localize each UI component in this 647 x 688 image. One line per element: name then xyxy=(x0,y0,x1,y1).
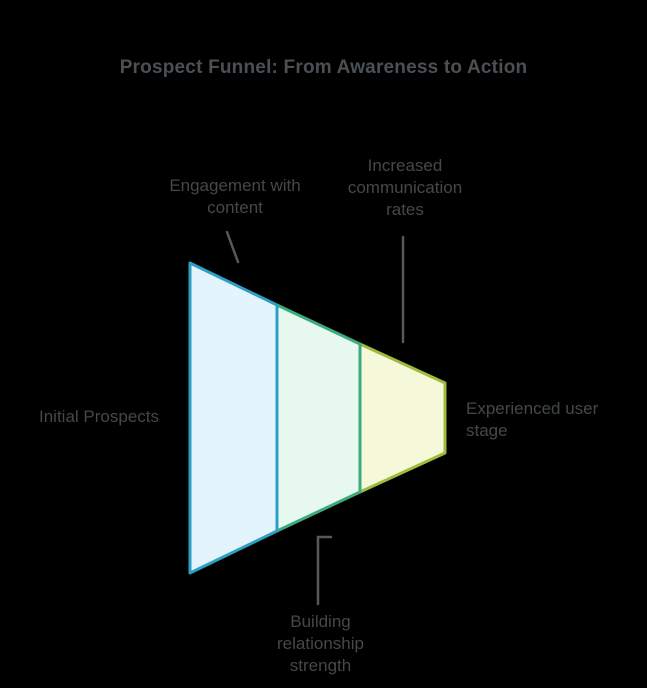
funnel-entry-label: Initial Prospects xyxy=(16,406,182,428)
callout-line-bottom xyxy=(316,535,333,606)
funnel-exit-label: Experienced user stage xyxy=(466,398,641,442)
callout-label-stage3-line1: Increased xyxy=(367,156,443,175)
callout-label-stage1: Engagement with content xyxy=(152,175,318,219)
callout-label-stage3: Increased communication rates xyxy=(322,155,488,221)
diagram-title: Prospect Funnel: From Awareness to Actio… xyxy=(119,57,528,78)
callout-label-stage3-line2: communication xyxy=(347,178,463,197)
funnel-stage-3 xyxy=(358,342,447,494)
callout-line-top-left xyxy=(225,230,240,264)
funnel-exit-label-line1: Experienced user xyxy=(466,399,599,418)
callout-label-stage2: Building relationship strength xyxy=(248,611,393,677)
callout-label-stage2-line3: strength xyxy=(289,656,352,675)
funnel-stage-2 xyxy=(275,303,362,533)
funnel-entry-label-line1: Initial Prospects xyxy=(39,407,159,426)
funnel-exit-label-line2: stage xyxy=(466,421,508,440)
callout-label-stage1-line1: Engagement with xyxy=(169,176,301,195)
funnel-stage-1 xyxy=(188,261,279,575)
callout-label-stage2-line2: relationship xyxy=(277,634,364,653)
callout-label-stage2-line1: Building xyxy=(290,612,351,631)
callout-label-stage1-line2: content xyxy=(207,198,263,217)
callout-label-stage3-line3: rates xyxy=(386,200,424,219)
